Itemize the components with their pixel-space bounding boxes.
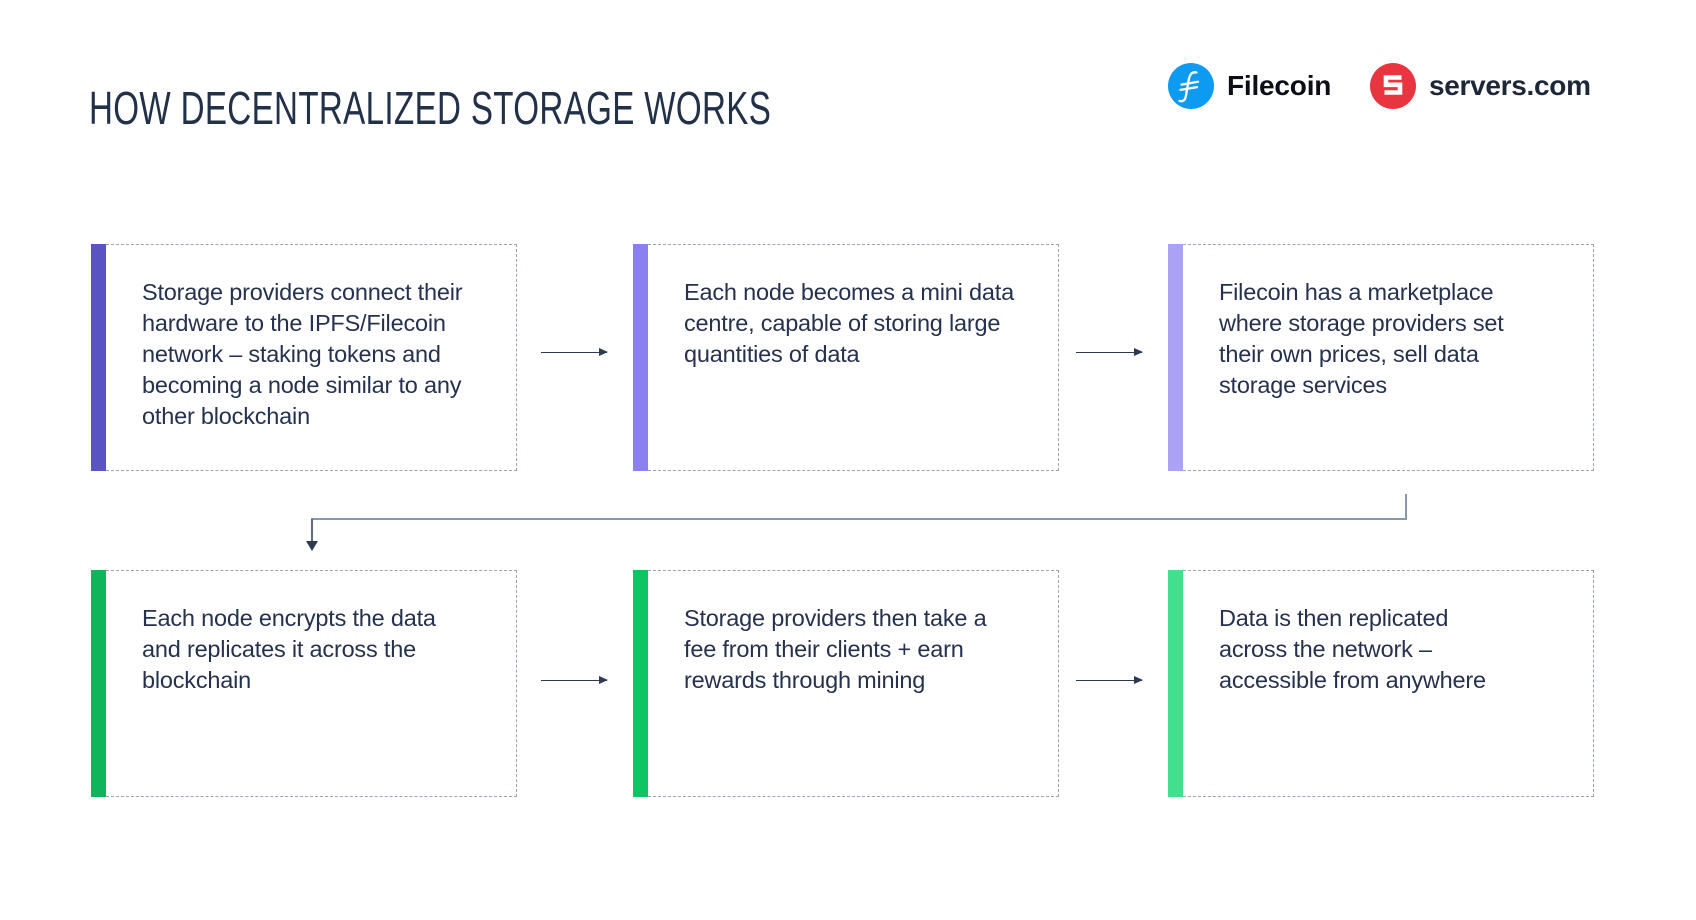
flow-step-1: Storage providers connect their hardware…: [91, 244, 517, 471]
servers-wordmark: servers.com: [1429, 70, 1591, 101]
arrow-right-icon: [1076, 347, 1143, 356]
arrow-right-icon: [541, 675, 608, 684]
arrowhead-icon: [1134, 675, 1143, 684]
connector-vertical-right: [1405, 494, 1407, 519]
step-2-accent-bar: [633, 244, 648, 471]
step-6-accent-bar: [1168, 570, 1183, 797]
step-1-text: Storage providers connect their hardware…: [106, 244, 517, 471]
filecoin-logo: Filecoin: [1168, 63, 1331, 109]
step-5-text: Storage providers then take a fee from t…: [648, 570, 1059, 797]
arrowhead-icon: [599, 347, 608, 356]
step-3-accent-bar: [1168, 244, 1183, 471]
step-4-accent-bar: [91, 570, 106, 797]
flow-step-4: Each node encrypts the data and replicat…: [91, 570, 517, 797]
servers-logo: servers.com: [1370, 63, 1591, 109]
step-4-text: Each node encrypts the data and replicat…: [106, 570, 517, 797]
arrow-down-icon: [306, 541, 318, 551]
arrow-right-icon: [541, 347, 608, 356]
filecoin-icon: [1168, 63, 1214, 109]
step-3-text: Filecoin has a marketplace where storage…: [1183, 244, 1594, 471]
connector-horizontal: [311, 518, 1407, 520]
flow-step-3: Filecoin has a marketplace where storage…: [1168, 244, 1594, 471]
flow-step-5: Storage providers then take a fee from t…: [633, 570, 1059, 797]
step-6-text: Data is then replicated across the netwo…: [1183, 570, 1594, 797]
step-5-accent-bar: [633, 570, 648, 797]
flow-step-2: Each node becomes a mini data centre, ca…: [633, 244, 1059, 471]
servers-icon: [1370, 63, 1416, 109]
page-title: HOW DECENTRALIZED STORAGE WORKS: [89, 82, 772, 134]
arrowhead-icon: [1134, 347, 1143, 356]
arrowhead-icon: [599, 675, 608, 684]
step-2-text: Each node becomes a mini data centre, ca…: [648, 244, 1059, 471]
filecoin-wordmark: Filecoin: [1227, 70, 1332, 101]
flow-step-6: Data is then replicated across the netwo…: [1168, 570, 1594, 797]
step-1-accent-bar: [91, 244, 106, 471]
arrow-right-icon: [1076, 675, 1143, 684]
connector-vertical-left: [311, 519, 313, 542]
